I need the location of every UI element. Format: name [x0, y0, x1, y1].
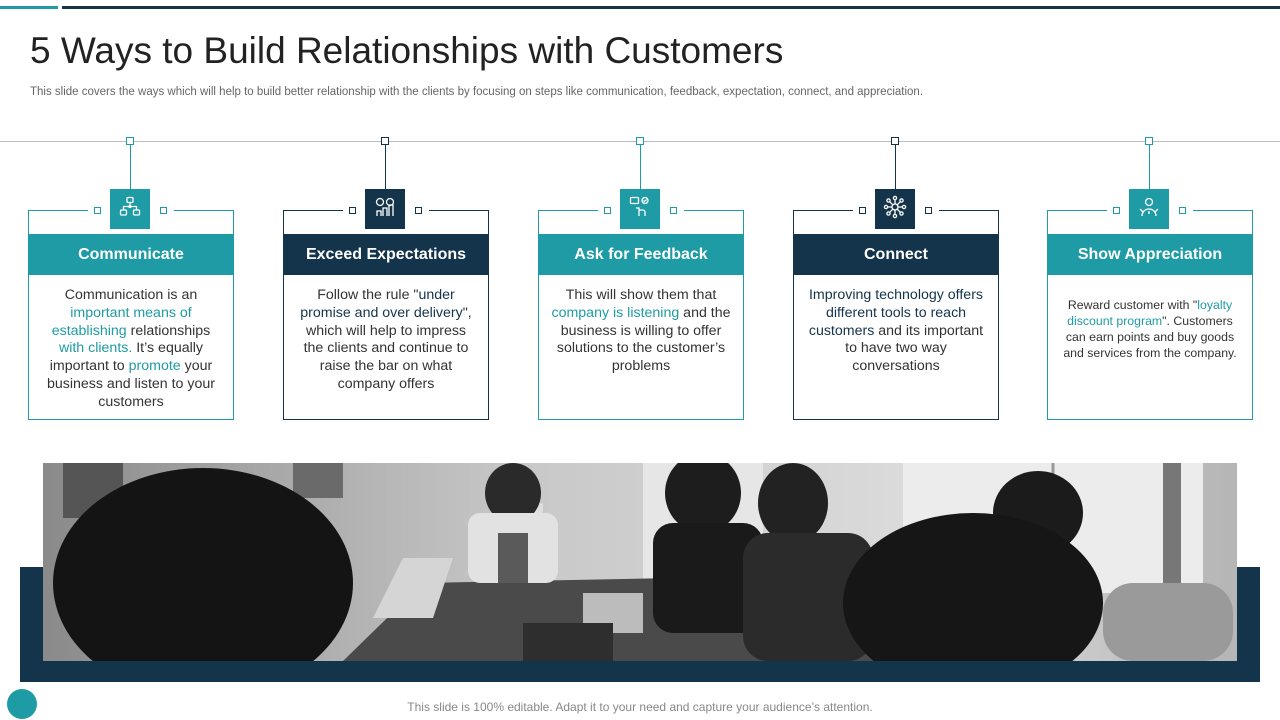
card-icon-badge — [365, 189, 405, 229]
connector-node — [1113, 207, 1120, 214]
connector-node — [415, 207, 422, 214]
card-title: Show Appreciation — [1047, 234, 1253, 275]
card-text-segment: important means of establishing — [51, 304, 192, 339]
connector-node — [636, 137, 644, 145]
card-text-segment: loyalty discount program — [1067, 298, 1233, 328]
card-text-segment: This will show them that — [565, 287, 717, 303]
connect-icon — [883, 195, 907, 224]
connector-node — [925, 207, 932, 214]
card-text-segment: Follow the rule " — [317, 287, 419, 303]
connector-line — [130, 145, 131, 189]
card-description: Communication is an important means of e… — [40, 287, 222, 412]
card-icon-badge — [875, 189, 915, 229]
connector-node — [349, 207, 356, 214]
card-text-segment: Communication is an — [64, 287, 198, 303]
card-text-segment: Improving technology offers different to… — [808, 287, 984, 339]
card-icon-badge — [110, 189, 150, 229]
connector-line — [895, 145, 896, 189]
card-description: Follow the rule "under promise and over … — [295, 287, 477, 394]
card-description: Reward customer with "loyalty discount p… — [1059, 297, 1241, 361]
connector-node — [1179, 207, 1186, 214]
card-text-segment: ", which will help to impress the client… — [303, 304, 472, 392]
meeting-photo — [43, 463, 1237, 661]
card-text-segment: company is listening — [551, 304, 680, 321]
connector-node — [891, 137, 899, 145]
page-subtitle: This slide covers the ways which will he… — [30, 86, 924, 98]
growth-icon — [374, 196, 396, 223]
connector-line — [385, 145, 386, 189]
card-description: This will show them that company is list… — [550, 287, 732, 376]
card-text-segment: under promise and over delivery — [300, 287, 463, 321]
card-text-segment: relationships — [126, 322, 211, 339]
footer-note: This slide is 100% editable. Adapt it to… — [407, 700, 873, 714]
connector-node — [1145, 137, 1153, 145]
connector-node — [381, 137, 389, 145]
connector-line — [1149, 145, 1150, 189]
card-description: Improving technology offers different to… — [805, 287, 987, 376]
card-text-segment: your business and listen to your custome… — [47, 358, 215, 410]
card-text-segment: Reward customer with " — [1067, 298, 1198, 312]
card-text-segment: and the business is willing to offer sol… — [556, 304, 731, 375]
connector-line — [640, 145, 641, 189]
card-text-segment: promote — [128, 358, 181, 375]
feedback-icon — [629, 196, 651, 223]
page-title: 5 Ways to Build Relationships with Custo… — [30, 30, 784, 71]
card-text-segment: ". Customers can earn points and buy goo… — [1063, 314, 1237, 360]
connector-node — [160, 207, 167, 214]
card-text-segment: with clients. — [58, 340, 133, 357]
connector-node — [604, 207, 611, 214]
meeting-photo-illustration — [43, 463, 1237, 661]
card-text-segment: and its important to have two way conver… — [845, 322, 984, 375]
connector-node — [859, 207, 866, 214]
appreciation-icon — [1138, 196, 1160, 223]
card-title: Communicate — [28, 234, 234, 275]
card-icon-badge — [620, 189, 660, 229]
corner-dot — [7, 689, 37, 719]
connector-node — [126, 137, 134, 145]
top-rule-bar — [62, 6, 1280, 9]
card-icon-badge — [1129, 189, 1169, 229]
card-text-segment: It’s equally important to — [49, 340, 204, 375]
card-title: Connect — [793, 234, 999, 275]
network-icon — [119, 196, 141, 223]
connector-node — [670, 207, 677, 214]
connector-node — [94, 207, 101, 214]
card-title: Exceed Expectations — [283, 234, 489, 275]
card-title: Ask for Feedback — [538, 234, 744, 275]
top-accent-bar — [0, 6, 58, 9]
